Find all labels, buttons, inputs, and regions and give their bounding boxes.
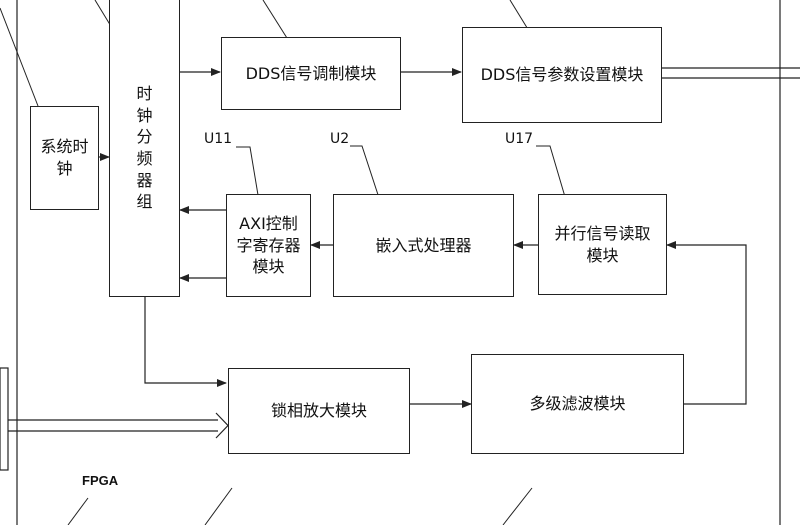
parallel-reader-block: 并行信号读取 模块 <box>538 194 667 295</box>
clock-divider-block: 时 钟 分 频 器 组 <box>109 0 180 297</box>
leader-filter <box>502 487 533 525</box>
axi-register-block: AXI控制 字寄存器 模块 <box>226 194 311 297</box>
arrow-divider-to-lockin <box>144 297 227 387</box>
input-double-arrowhead <box>215 412 229 439</box>
dds-modulation-block: DDS信号调制模块 <box>221 37 401 110</box>
multistage-filter-block: 多级滤波模块 <box>471 354 684 454</box>
label-u17: U17 <box>505 131 534 147</box>
leader-u11 <box>236 146 261 208</box>
system-clock-block: 系统时 钟 <box>30 106 99 210</box>
arrow-filter-to-reader <box>666 241 747 405</box>
dds-param-block: DDS信号参数设置模块 <box>462 27 662 123</box>
label-u11: U11 <box>204 131 233 147</box>
leader-u17 <box>536 145 569 208</box>
external-input-block <box>0 367 9 471</box>
label-u2: U2 <box>330 131 350 147</box>
lockin-amplifier-block: 锁相放大模块 <box>228 368 410 454</box>
embedded-processor-block: 嵌入式处理器 <box>333 194 514 297</box>
leader-u2 <box>350 145 383 208</box>
leader-lockin <box>204 487 233 525</box>
label-fpga: FPGA <box>82 473 119 488</box>
leader-system-clock <box>0 7 39 107</box>
leader-fpga <box>67 497 89 525</box>
